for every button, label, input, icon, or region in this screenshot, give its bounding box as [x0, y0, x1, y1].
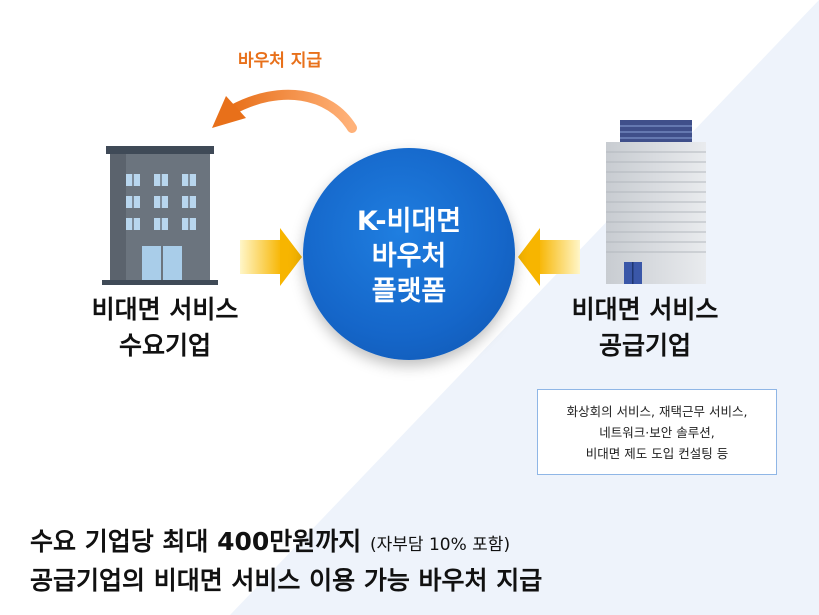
summary-line-1: 수요 기업당 최대 400만원까지 (자부담 10% 포함) [30, 522, 510, 558]
summary-line-1-note: (자부담 10% 포함) [370, 535, 511, 555]
platform-title: K-비대면 바우처 플랫폼 [356, 205, 462, 307]
services-line: 비대면 제도 도입 컨설팅 등 [585, 445, 729, 461]
summary-line-2: 공급기업의 비대면 서비스 이용 가능 바우처 지급 [30, 566, 543, 595]
demand-building-icon [102, 146, 218, 285]
demand-company-label: 비대면 서비스 수요기업 [50, 292, 280, 364]
services-line: 화상회의 서비스, 재택근무 서비스, [566, 403, 748, 419]
services-line: 네트워크·보안 솔루션, [599, 424, 715, 440]
platform-circle: K-비대면 바우처 플랫폼 [303, 148, 515, 360]
demand-label-line2: 수요기업 [118, 331, 211, 360]
voucher-payment-label: 바우처 지급 [237, 51, 323, 71]
services-box: 화상회의 서비스, 재택근무 서비스, 네트워크·보안 솔루션, 비대면 제도 … [537, 389, 777, 475]
supply-label-line1: 비대면 서비스 [571, 295, 719, 324]
summary-line-1-main: 수요 기업당 최대 400만원까지 [30, 527, 371, 556]
supply-company-label: 비대면 서비스 공급기업 [530, 292, 760, 364]
voucher-arrow-icon [212, 89, 357, 133]
right-arrow-icon [518, 228, 580, 286]
demand-label-line1: 비대면 서비스 [91, 295, 239, 324]
left-arrow-icon [240, 228, 302, 286]
supply-building-icon [606, 120, 706, 284]
supply-label-line2: 공급기업 [598, 331, 691, 360]
